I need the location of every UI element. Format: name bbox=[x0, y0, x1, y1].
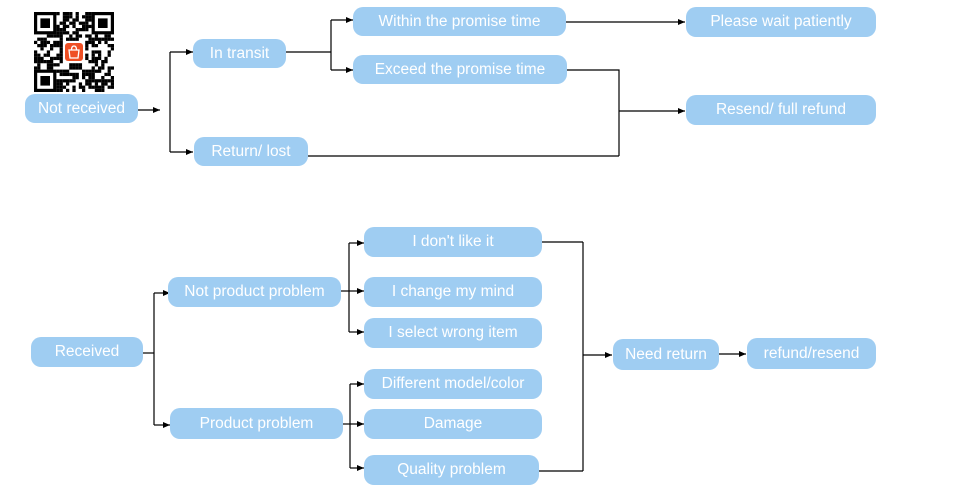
node-in-transit: In transit bbox=[193, 39, 286, 68]
node-label: Received bbox=[54, 343, 120, 360]
node-label: Product problem bbox=[199, 414, 314, 432]
node-please-wait-patiently: Please wait patiently bbox=[686, 7, 876, 37]
node-label: Quality problem bbox=[397, 461, 506, 478]
node-label: I don't like it bbox=[412, 233, 494, 250]
node-damage: Damage bbox=[364, 409, 542, 439]
node-change-my-mind: I change my mind bbox=[364, 277, 542, 307]
node-return-lost: Return/ lost bbox=[194, 137, 308, 166]
node-label: Within the promise time bbox=[378, 12, 541, 30]
node-label: Return/ lost bbox=[211, 142, 291, 160]
node-exceed-promise-time: Exceed the promise time bbox=[353, 55, 567, 84]
node-not-received: Not received bbox=[25, 94, 138, 123]
node-product-problem: Product problem bbox=[170, 408, 343, 439]
node-label: Not received bbox=[37, 99, 125, 117]
node-resend-full-refund: Resend/ full refund bbox=[686, 95, 876, 125]
qr-code-icon bbox=[34, 12, 115, 93]
node-within-promise-time: Within the promise time bbox=[353, 7, 566, 36]
node-not-product-problem: Not product problem bbox=[168, 277, 341, 307]
node-label: Need return bbox=[625, 345, 707, 363]
node-label: I change my mind bbox=[391, 283, 515, 300]
connector-exceed-out bbox=[567, 69, 620, 156]
node-label: I select wrong item bbox=[388, 324, 518, 341]
node-dont-like-it: I don't like it bbox=[364, 227, 542, 257]
node-different-model-color: Different model/color bbox=[364, 369, 542, 399]
node-received: Received bbox=[31, 337, 143, 367]
node-quality-problem: Quality problem bbox=[364, 455, 539, 485]
node-label: Exceed the promise time bbox=[374, 60, 546, 78]
node-label: Resend/ full refund bbox=[715, 101, 847, 118]
node-need-return: Need return bbox=[613, 339, 719, 370]
node-label: Different model/color bbox=[381, 375, 525, 392]
node-label: refund/resend bbox=[763, 344, 860, 362]
node-label: Not product problem bbox=[184, 283, 325, 300]
node-label: Please wait patiently bbox=[710, 13, 852, 30]
node-refund-resend: refund/resend bbox=[747, 338, 876, 369]
node-label: In transit bbox=[209, 44, 270, 62]
node-select-wrong-item: I select wrong item bbox=[364, 318, 542, 348]
node-label: Damage bbox=[423, 415, 483, 432]
